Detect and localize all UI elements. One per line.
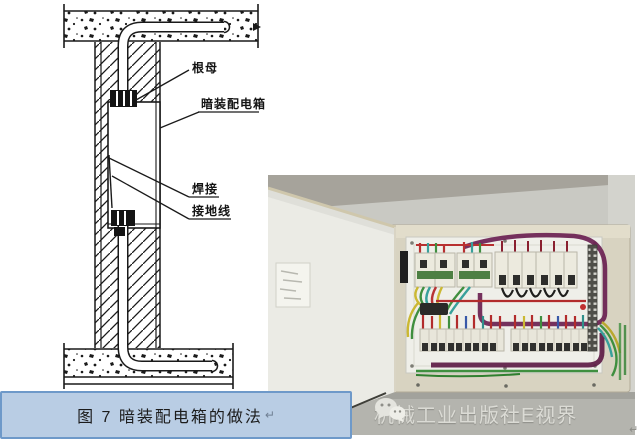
installation-diagram: 根母 暗装配电箱 焊接 接地线 <box>0 0 280 390</box>
leader-lines <box>108 69 259 220</box>
bottom-slab <box>63 343 234 389</box>
photo-rendering <box>268 175 635 435</box>
figure-caption-text: 图 7 暗装配电箱的做法 <box>77 409 263 426</box>
bottom-green-wires <box>415 369 598 378</box>
top-slab <box>63 4 261 48</box>
conduit-bottom <box>117 225 219 373</box>
label-lock-nut: 根母 <box>192 61 219 75</box>
label-weld: 焊接 <box>192 182 219 196</box>
caption-return-mark: ↵ <box>264 408 275 422</box>
label-concealed-box: 暗装配电箱 <box>201 97 267 111</box>
bottom-connector <box>111 210 135 236</box>
wechat-icon <box>375 398 406 422</box>
wire-connector <box>420 303 448 315</box>
watermark: 机械工业出版社E视界 <box>374 397 630 429</box>
lock-nut <box>110 90 137 107</box>
red-indicator <box>580 304 586 310</box>
breaker-row-top-right <box>494 240 578 298</box>
diagram-drawing <box>63 4 261 389</box>
box-door <box>268 186 396 427</box>
figure-caption-box: 图 7 暗装配电箱的做法 ↵ <box>0 391 352 439</box>
breaker-group-top-left <box>414 242 494 288</box>
black-cable-stub <box>400 251 408 283</box>
label-ground-wire: 接地线 <box>192 204 232 218</box>
watermark-text: 机械工业出版社E视界 <box>374 404 578 427</box>
conduit-top <box>117 20 231 95</box>
right-side-wires <box>597 321 627 380</box>
distribution-box-photo: 机械工业出版社E视界 <box>268 175 635 435</box>
distribution-box-outline <box>107 101 161 229</box>
terminal-strip <box>580 244 598 352</box>
paragraph-return-mark: ↵ <box>629 424 639 436</box>
door-sticker <box>275 262 311 308</box>
